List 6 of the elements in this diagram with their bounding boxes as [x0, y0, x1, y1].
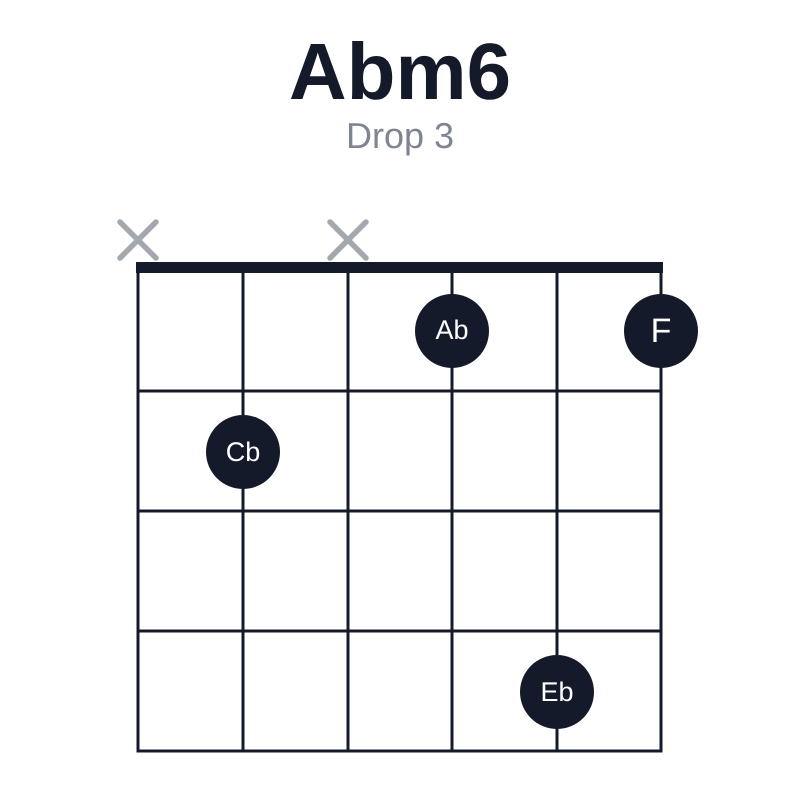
note-dot: Ab: [415, 294, 489, 368]
note-dot: Cb: [206, 415, 280, 489]
chord-title: Abm6: [288, 32, 512, 112]
note-dot: Eb: [520, 655, 594, 729]
voicing-subtitle: Drop 3: [346, 118, 454, 154]
note-dot: F: [624, 294, 698, 368]
